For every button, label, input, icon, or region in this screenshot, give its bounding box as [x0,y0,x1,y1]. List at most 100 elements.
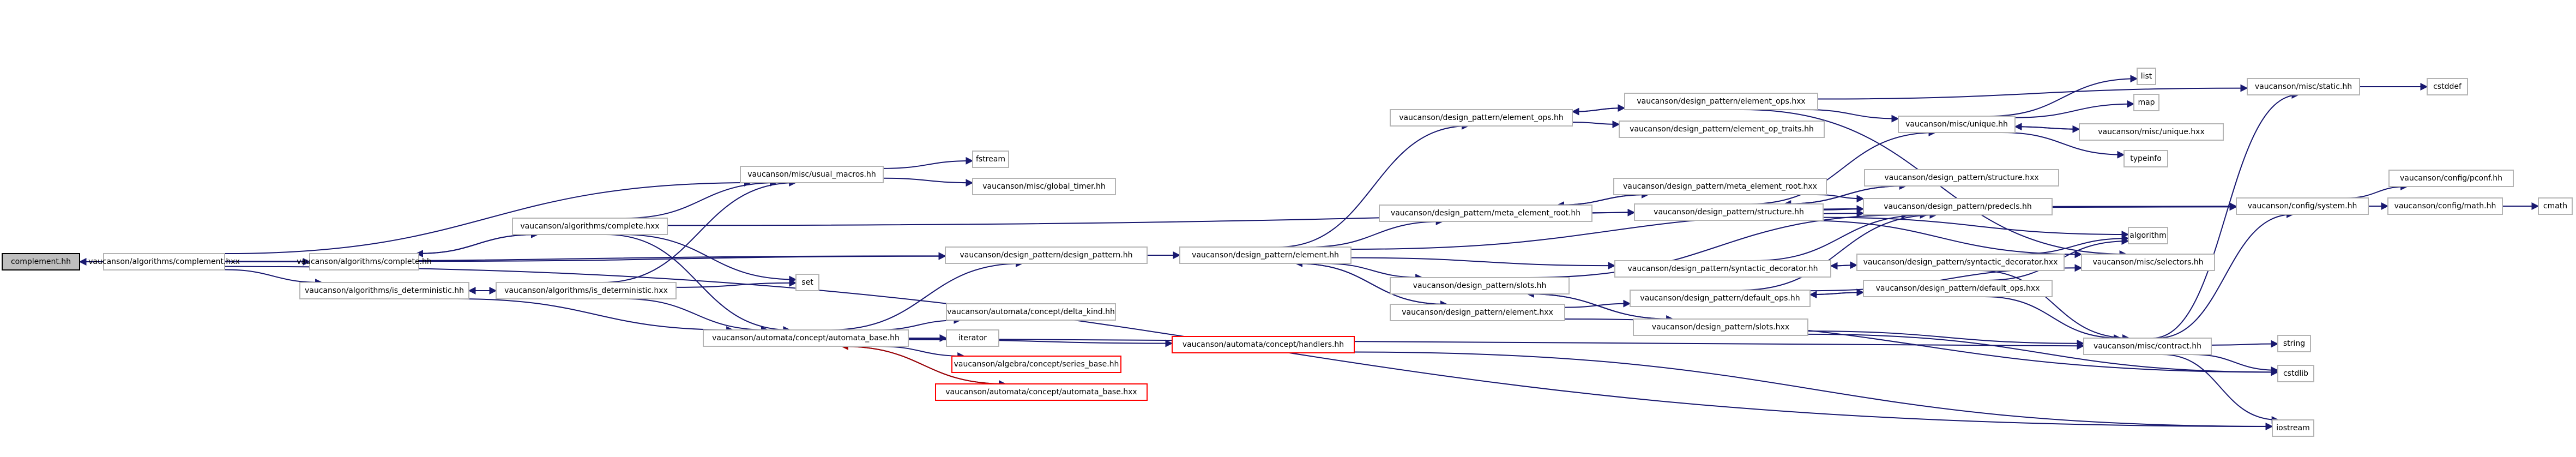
node-n37[interactable]: typeinfo [2123,150,2168,167]
node-n29[interactable]: vaucanson/design_pattern/element.hxx [1390,304,1565,321]
node-label: vaucanson/design_pattern/design_pattern.… [960,251,1132,260]
node-box [1856,254,2065,271]
node-n46[interactable]: vaucanson/config/system.hh [2236,197,2369,215]
node-label: vaucanson/algorithms/is_deterministic.hx… [504,286,668,295]
node-n14[interactable]: vaucanson/automata/concept/automata_base… [935,383,1148,401]
node-box [2277,335,2311,352]
node-n23[interactable]: vaucanson/design_pattern/structure.hh [1634,203,1824,221]
node-box [740,166,884,183]
edge-n40-to-n42 [2192,354,2279,374]
node-n19[interactable]: vaucanson/design_pattern/element_ops.hxx [1624,93,1818,110]
node-box [496,282,677,299]
node-n44[interactable]: vaucanson/misc/static.hh [2247,78,2360,95]
node-n47[interactable]: vaucanson/config/pconf.hh [2388,170,2514,187]
node-n2[interactable]: vaucanson/algorithms/complete.hh [297,253,432,270]
node-n12[interactable]: iterator [946,329,999,347]
node-box [1633,318,1808,336]
edge-n23-to-n25 [1823,205,1865,213]
node-n45[interactable]: cstddef [2427,78,2468,95]
node-box [2277,365,2314,382]
node-n20[interactable]: vaucanson/design_pattern/element_op_trai… [1619,121,1825,138]
node-box [703,329,909,347]
node-box [795,274,819,291]
node-label: vaucanson/config/system.hh [2248,202,2357,211]
node-n6[interactable]: vaucanson/misc/usual_macros.hh [740,166,884,183]
node-label: vaucanson/misc/selectors.hh [2093,258,2204,267]
node-n28[interactable]: vaucanson/design_pattern/slots.hh [1390,277,1570,294]
node-label: vaucanson/design_pattern/syntactic_decor… [1627,264,1818,273]
node-n9[interactable]: set [795,274,819,291]
node-n25[interactable]: vaucanson/design_pattern/predecls.hh [1863,198,2053,215]
node-n31[interactable]: vaucanson/design_pattern/default_ops.hxx [1863,280,2053,297]
node-n34[interactable]: vaucanson/misc/unique.hxx [2079,123,2224,141]
edge-n19-to-n44 [1817,84,2248,100]
edge-n23-to-n33 [1749,129,1936,205]
node-n18[interactable]: vaucanson/design_pattern/element_ops.hh [1390,109,1573,127]
node-box [1619,121,1825,138]
node-n13[interactable]: vaucanson/algebra/concept/series_base.hh [951,356,1121,373]
node-n3[interactable]: vaucanson/algorithms/is_deterministic.hh [299,282,469,299]
node-box [1864,169,2059,187]
node-label: vaucanson/config/pconf.hh [2400,174,2502,183]
node-box [1179,246,1352,264]
node-n42[interactable]: cstdlib [2277,365,2314,382]
node-label: vaucanson/algorithms/is_deterministic.hh [305,286,464,295]
node-n24[interactable]: vaucanson/design_pattern/structure.hxx [1864,169,2059,187]
node-box [2538,197,2573,215]
node-n35[interactable]: list [2137,68,2156,85]
edge-n6-to-n7 [883,157,974,169]
node-n26[interactable]: vaucanson/design_pattern/syntactic_decor… [1614,260,1831,278]
node-box [2236,197,2369,215]
node-n0: complement.hh [2,253,80,270]
edge-n4-to-n9 [622,234,797,284]
node-n39[interactable]: vaucanson/misc/selectors.hh [2081,254,2215,271]
node-n30[interactable]: vaucanson/design_pattern/default_ops.hh [1630,290,1811,307]
node-box [309,253,419,270]
edge-n40-to-n43 [2162,354,2279,424]
node-n15[interactable]: vaucanson/automata/concept/handlers.hh [1172,336,1355,353]
node-n21[interactable]: vaucanson/design_pattern/meta_element_ro… [1379,205,1592,222]
node-label: cstdlib [2283,369,2308,378]
node-n32[interactable]: vaucanson/design_pattern/slots.hxx [1633,318,1808,336]
node-label: vaucanson/design_pattern/predecls.hh [1884,202,2031,211]
edge-n5-to-n6 [602,179,797,283]
node-n49[interactable]: cmath [2538,197,2573,215]
node-n16[interactable]: vaucanson/design_pattern/design_pattern.… [945,246,1148,264]
node-n40[interactable]: vaucanson/misc/contract.hh [2083,338,2212,355]
node-box [2247,78,2360,95]
edge-n17-to-n21 [1308,218,1444,248]
node-n36[interactable]: map [2133,94,2159,111]
node-label: vaucanson/design_pattern/meta_element_ro… [1391,209,1580,218]
node-n4[interactable]: vaucanson/algorithms/complete.hxx [512,218,668,235]
node-n17[interactable]: vaucanson/design_pattern/element.hh [1179,246,1352,264]
node-label: complement.hh [11,257,71,266]
node-box [972,151,1009,168]
node-n22[interactable]: vaucanson/design_pattern/meta_element_ro… [1613,178,1827,195]
node-box [2137,68,2156,85]
node-label: vaucanson/misc/unique.hxx [2098,128,2204,136]
node-n27[interactable]: vaucanson/design_pattern/syntactic_decor… [1856,254,2065,271]
edge-n17-to-n18 [1278,122,1469,248]
node-n43[interactable]: iostream [2272,419,2314,437]
edge-n27-to-n26 [1830,262,1857,270]
node-label: fstream [976,155,1005,164]
node-n10[interactable]: vaucanson/automata/concept/automata_base… [703,329,909,347]
node-n5[interactable]: vaucanson/algorithms/is_deterministic.hx… [496,282,677,299]
node-n38[interactable]: algorithm [2128,227,2168,244]
node-label: vaucanson/misc/usual_macros.hh [747,170,876,179]
node-n41[interactable]: string [2277,335,2311,352]
node-box [2079,123,2224,141]
edge-n40-to-n44 [2152,91,2300,339]
node-label: algorithm [2129,231,2167,240]
node-box [2,253,80,270]
node-n1[interactable]: vaucanson/algorithms/complement.hxx [88,253,240,270]
node-n8[interactable]: vaucanson/misc/global_timer.hh [972,178,1116,195]
node-box [2081,254,2215,271]
node-n48[interactable]: vaucanson/config/math.hh [2387,197,2503,215]
edge-n5-to-n9 [675,279,797,288]
node-box [2123,150,2168,167]
node-n7[interactable]: fstream [972,151,1009,168]
node-n33[interactable]: vaucanson/misc/unique.hh [1898,116,2016,133]
node-label: vaucanson/automata/concept/handlers.hh [1183,340,1344,349]
node-n11[interactable]: vaucanson/automata/concept/delta_kind.hh [946,303,1116,321]
